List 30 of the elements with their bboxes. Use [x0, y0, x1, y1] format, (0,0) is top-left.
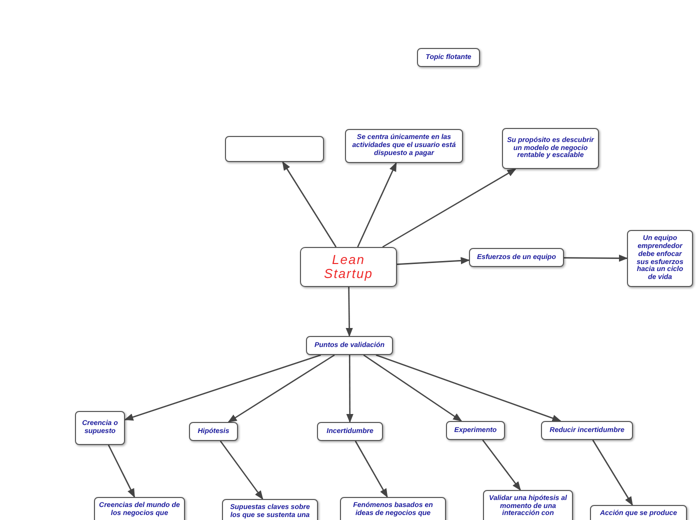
central-topic-box — [300, 247, 397, 287]
arrow — [108, 444, 136, 498]
arrow — [363, 354, 462, 422]
arrow — [228, 354, 335, 423]
topic-box — [345, 129, 463, 163]
arrow — [220, 440, 264, 500]
topic-box — [469, 248, 564, 267]
arrow — [376, 354, 562, 422]
arrow — [396, 257, 470, 265]
arrow — [382, 168, 516, 248]
topic-box — [189, 422, 238, 441]
topic-box — [417, 48, 480, 67]
topic-box — [502, 128, 599, 169]
topic-box — [306, 336, 393, 355]
arrow — [346, 287, 353, 337]
arrow — [282, 161, 337, 248]
topic-box — [225, 136, 324, 162]
topic-box — [627, 230, 693, 287]
arrow — [354, 440, 388, 498]
arrow — [357, 162, 397, 248]
topic-box — [446, 421, 505, 440]
arrow — [346, 355, 354, 423]
topic-box — [317, 422, 383, 441]
topic-text: Lean Startup — [323, 253, 374, 281]
arrow — [482, 440, 521, 491]
topic-box — [75, 411, 125, 445]
arrow — [564, 254, 628, 262]
arrow — [592, 440, 633, 506]
arrow — [124, 354, 321, 421]
topic-box — [541, 421, 633, 440]
